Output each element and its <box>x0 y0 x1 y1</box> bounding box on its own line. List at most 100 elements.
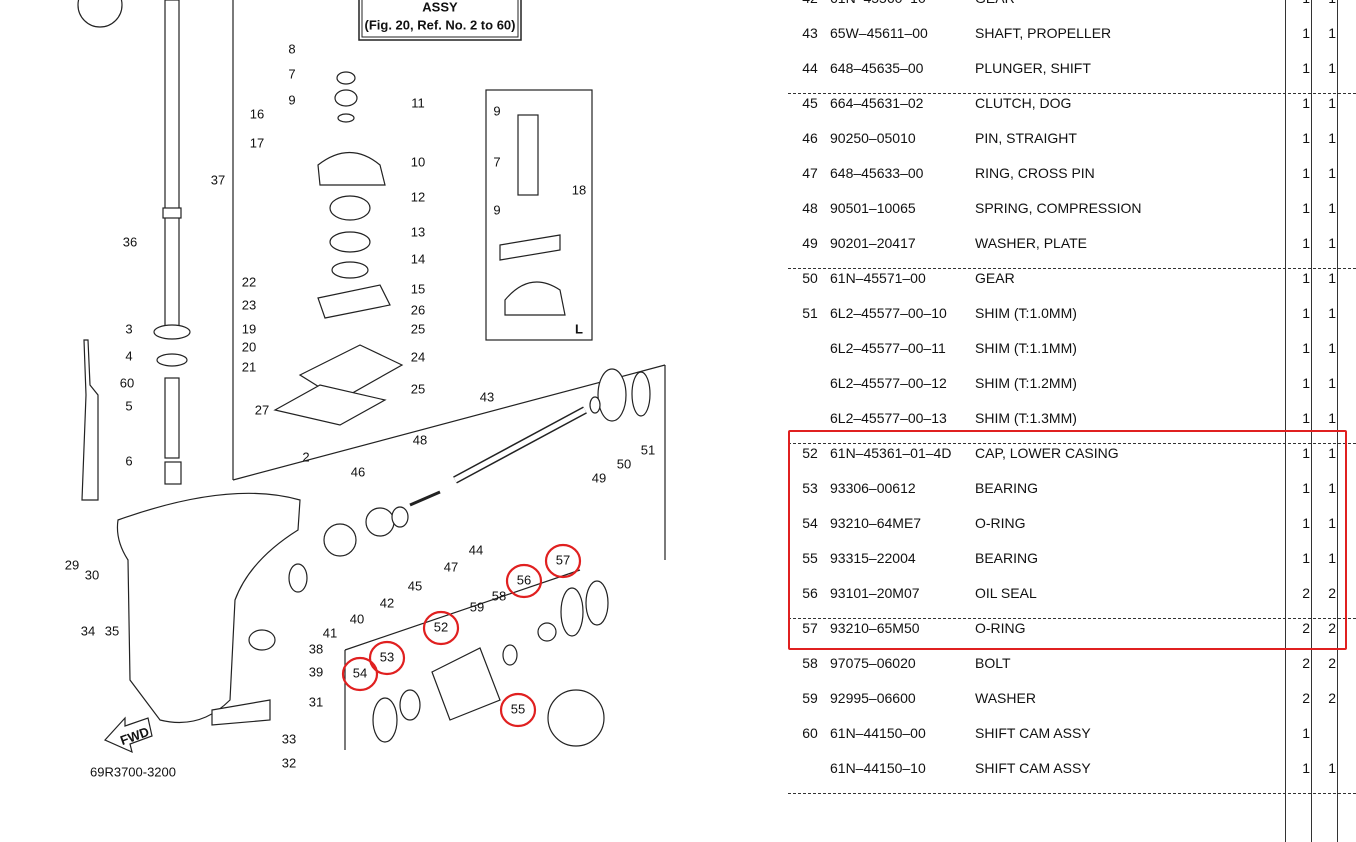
cell-q1: 1 <box>1302 165 1310 181</box>
cell-no: 50 <box>802 270 818 286</box>
highlighted-callout-number: 54 <box>353 665 367 680</box>
callout-number: 50 <box>617 456 631 471</box>
cell-no: 47 <box>802 165 818 181</box>
cell-part: 93210–64ME7 <box>830 515 922 531</box>
cell-desc: SHIM (T:1.1MM) <box>975 340 1077 356</box>
cell-q1: 1 <box>1302 25 1310 41</box>
callout-number: 9 <box>493 103 500 118</box>
cell-q2: 2 <box>1328 585 1336 601</box>
callout-number: 47 <box>444 559 458 574</box>
highlighted-callout-number: 56 <box>517 572 531 587</box>
cell-desc: CLUTCH, DOG <box>975 95 1072 111</box>
callout-number: 59 <box>470 599 484 614</box>
cell-desc: GEAR <box>975 270 1015 286</box>
cell-q1: 1 <box>1290 0 1310 6</box>
cell-q1: 2 <box>1302 620 1310 636</box>
column-divider <box>1285 0 1286 842</box>
callout-number: 30 <box>85 567 99 582</box>
cell-q2: 1 <box>1328 130 1336 146</box>
cell-q1: 1 <box>1302 375 1310 391</box>
cell-q1: 1 <box>1302 760 1310 776</box>
cell-part: 664–45631–02 <box>830 95 924 111</box>
group-separator <box>788 268 1356 269</box>
callout-number: 26 <box>411 302 425 317</box>
cell-q2: 1 <box>1328 305 1336 321</box>
cell-part: 65W–45611–00 <box>830 25 928 41</box>
group-separator <box>788 443 1356 444</box>
cell-q1: 1 <box>1302 235 1310 251</box>
cell-desc: SPRING, COMPRESSION <box>975 200 1142 216</box>
cell-no: 58 <box>802 655 818 671</box>
cell-desc: SHIFT CAM ASSY <box>975 725 1091 741</box>
cell-part: 97075–06020 <box>830 655 916 671</box>
drawing-code: 69R3700-3200 <box>90 764 176 779</box>
cell-q1: 1 <box>1302 445 1310 461</box>
cell-q1: 1 <box>1302 95 1310 111</box>
callout-number: 9 <box>493 202 500 217</box>
parts-table: 4261N–45560–10GEAR11 4365W–45611–00SHAFT,… <box>780 0 1356 842</box>
cell-q1: 1 <box>1302 200 1310 216</box>
highlight-circle <box>422 610 460 646</box>
cell-part: 90250–05010 <box>830 130 916 146</box>
cell-q1: 2 <box>1302 585 1310 601</box>
cell-desc: SHIM (T:1.0MM) <box>975 305 1077 321</box>
callout-number: 25 <box>411 381 425 396</box>
callout-number: 13 <box>411 224 425 239</box>
group-separator <box>788 793 1356 794</box>
callout-number: 14 <box>411 251 425 266</box>
cell-q1: 1 <box>1302 340 1310 356</box>
column-divider <box>1337 0 1338 842</box>
cell-desc: OIL SEAL <box>975 585 1037 601</box>
cell-q2: 1 <box>1328 515 1336 531</box>
title-ref: (Fig. 20, Ref. No. 2 to 60) <box>365 17 516 32</box>
cell-desc: WASHER, PLATE <box>975 235 1088 251</box>
table-row: 4261N–45560–10GEAR11 <box>780 0 1356 10</box>
cell-desc: SHIFT CAM ASSY <box>975 760 1091 776</box>
cell-q2: 1 <box>1328 200 1336 216</box>
cell-q2: 1 <box>1328 60 1336 76</box>
cell-no: 49 <box>802 235 818 251</box>
cell-q1: 1 <box>1302 410 1310 426</box>
callout-number: 16 <box>250 106 264 121</box>
callout-number: 9 <box>288 92 295 107</box>
cell-no: 52 <box>802 445 818 461</box>
cell-q1: 2 <box>1302 655 1310 671</box>
cell-part: 61N–45361–01–4D <box>830 445 952 461</box>
cell-no: 59 <box>802 690 818 706</box>
callout-number: 48 <box>413 432 427 447</box>
callout-number: 39 <box>309 664 323 679</box>
highlighted-callout-number: 57 <box>556 552 570 567</box>
cell-no: 48 <box>802 200 818 216</box>
exploded-parts-diagram: ASSY (Fig. 20, Ref. No. 2 to 60) FWD 69R… <box>65 0 666 779</box>
group-separator <box>788 93 1356 94</box>
cell-part: 93306–00612 <box>830 480 916 496</box>
cell-part: 61N–45560–10 <box>830 0 926 6</box>
cell-part: 648–45633–00 <box>830 165 924 181</box>
highlighted-callout-number: 55 <box>511 701 525 716</box>
callout-number: 58 <box>492 588 506 603</box>
cell-part: 92995–06600 <box>830 690 916 706</box>
cell-part: 61N–44150–00 <box>830 725 926 741</box>
title-line: ASSY <box>422 0 458 14</box>
cell-desc: O-RING <box>975 515 1026 531</box>
cell-no: 55 <box>802 550 818 566</box>
cell-desc: BEARING <box>975 480 1039 496</box>
callout-number: 40 <box>350 611 364 626</box>
highlighted-callout-number: 53 <box>380 649 394 664</box>
cell-q2: 2 <box>1328 690 1336 706</box>
callout-number: 51 <box>641 442 655 457</box>
cell-no: 54 <box>802 515 818 531</box>
highlight-circle <box>505 563 543 599</box>
callout-number: 32 <box>282 755 296 770</box>
